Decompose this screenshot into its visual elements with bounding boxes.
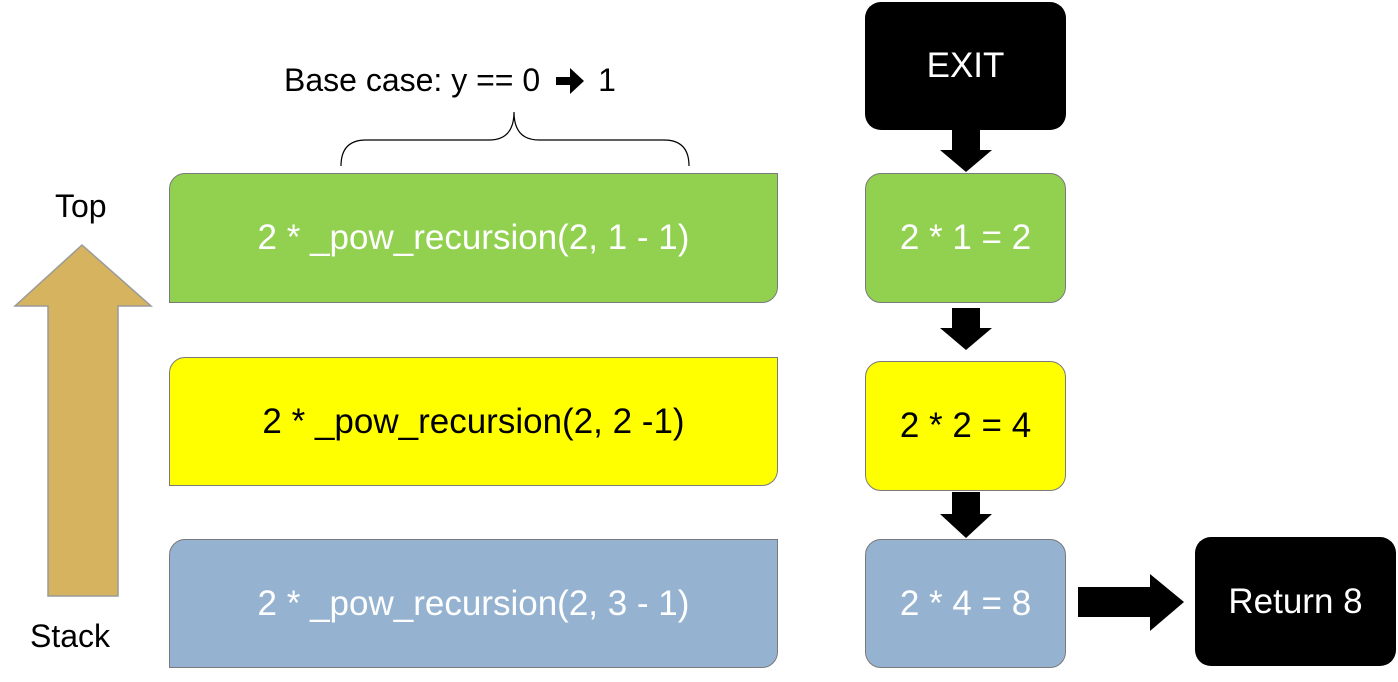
stack-frame-bottom-call: 2 * _pow_recursion(2, 3 - 1) xyxy=(257,583,690,623)
stack-frame-middle: 2 * _pow_recursion(2, 2 -1) xyxy=(169,357,778,486)
base-case-label: Base case: y == 0 1 xyxy=(284,62,616,99)
exit-label: EXIT xyxy=(926,46,1005,85)
stack-frame-middle-call: 2 * _pow_recursion(2, 2 -1) xyxy=(262,401,685,441)
down-arrow-exit-to-top xyxy=(940,128,992,172)
down-arrow-middle-to-bottom xyxy=(940,492,992,538)
base-case-result: 1 xyxy=(598,62,616,98)
result-top: 2 * 1 = 2 xyxy=(865,173,1066,303)
return-box: Return 8 xyxy=(1195,537,1396,666)
stack-frame-bottom: 2 * _pow_recursion(2, 3 - 1) xyxy=(169,539,778,668)
stack-up-arrow xyxy=(13,243,153,597)
stack-bottom-label: Stack xyxy=(30,618,111,654)
result-top-expr: 2 * 1 = 2 xyxy=(899,218,1032,257)
exit-box: EXIT xyxy=(865,2,1066,130)
down-arrow-top-to-middle xyxy=(940,308,992,350)
result-bottom-expr: 2 * 4 = 8 xyxy=(899,583,1032,623)
stack-top-label: Top xyxy=(55,188,107,224)
result-middle-expr: 2 * 2 = 4 xyxy=(899,406,1032,445)
stack-frame-top-call: 2 * _pow_recursion(2, 1 - 1) xyxy=(257,218,690,257)
right-arrow-to-return xyxy=(1078,574,1184,631)
right-arrow-icon xyxy=(556,67,586,95)
result-bottom: 2 * 4 = 8 xyxy=(865,539,1066,668)
base-case-text: Base case: y == 0 xyxy=(284,62,541,98)
base-case-brace xyxy=(340,111,690,167)
result-middle: 2 * 2 = 4 xyxy=(865,361,1066,491)
stack-frame-top: 2 * _pow_recursion(2, 1 - 1) xyxy=(169,173,778,303)
return-label: Return 8 xyxy=(1228,581,1363,621)
